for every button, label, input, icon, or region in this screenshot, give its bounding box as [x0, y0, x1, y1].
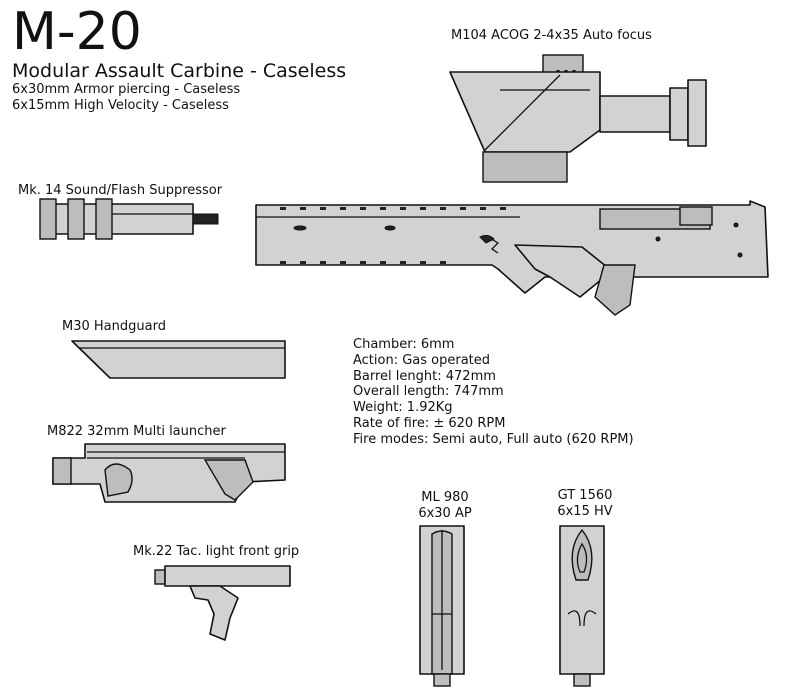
ammo-line-ap: 6x30mm Armor piercing - Caseless	[12, 82, 241, 97]
ml980-round-drawing	[419, 525, 465, 687]
handguard-label: M30 Handguard	[62, 319, 166, 334]
gt1560-round-drawing	[559, 525, 605, 687]
spec-modes: Fire modes: Semi auto, Full auto (620 RP…	[353, 431, 634, 447]
spec-barrel: Barrel lenght: 472mm	[353, 368, 496, 384]
round-gt1560-caption: GT 1560 6x15 HV	[545, 488, 625, 520]
m20-rifle-drawing	[255, 200, 769, 316]
suppressor-label: Mk. 14 Sound/Flash Suppressor	[18, 183, 223, 198]
handguard-drawing	[71, 340, 286, 379]
round-ml980-type: 6x30 AP	[418, 506, 472, 521]
round-ml980-name: ML 980	[421, 490, 469, 505]
round-gt1560-name: GT 1560	[557, 488, 613, 503]
ammo-line-hv: 6x15mm High Velocity - Caseless	[12, 98, 229, 113]
page-title: M-20	[12, 2, 142, 62]
spec-weight: Weight: 1.92Kg	[353, 400, 453, 416]
spec-chamber: Chamber: 6mm	[353, 337, 455, 352]
spec-rate: Rate of fire: ± 620 RPM	[353, 415, 506, 431]
grip-label: Mk.22 Tac. light front grip	[133, 544, 300, 559]
spec-action: Action: Gas operated	[353, 352, 491, 368]
scope-label: M104 ACOG 2-4x35 Auto focus	[451, 28, 652, 43]
suppressor-drawing	[39, 198, 219, 240]
round-gt1560-type: 6x15 HV	[557, 504, 613, 519]
spec-list: Chamber: 6mm Action: Gas operated Barrel…	[353, 337, 634, 448]
round-ml980-caption: ML 980 6x30 AP	[405, 490, 485, 522]
launcher-drawing	[52, 443, 286, 503]
launcher-label: M822 32mm Multi launcher	[47, 424, 226, 439]
spec-length: Overall length: 747mm	[353, 384, 504, 400]
front-grip-drawing	[154, 565, 291, 641]
acog-scope-drawing	[449, 54, 707, 183]
page-subtitle: Modular Assault Carbine - Caseless	[12, 60, 347, 82]
